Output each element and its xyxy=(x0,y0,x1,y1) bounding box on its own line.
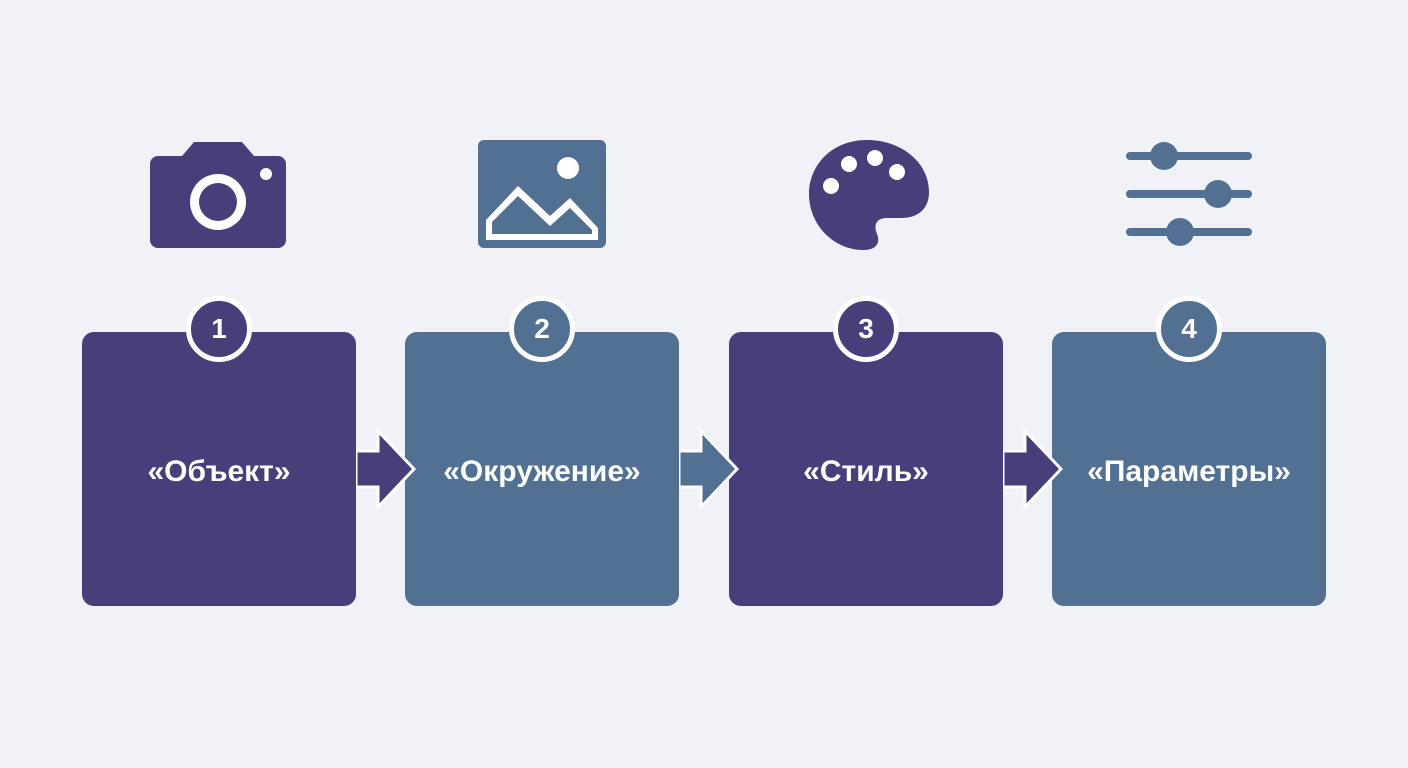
step-2-number-badge: 2 xyxy=(509,296,575,362)
image-icon xyxy=(474,136,610,252)
step-3-box: «Стиль» xyxy=(729,332,1003,606)
step-1-label: «Объект» xyxy=(147,455,291,488)
step-4-box: «Параметры» xyxy=(1052,332,1326,606)
sliders-icon xyxy=(1122,136,1258,252)
camera-icon xyxy=(150,136,286,252)
step-4-label: «Параметры» xyxy=(1087,455,1291,488)
step-2-label: «Окружение» xyxy=(443,455,641,488)
step-2-box: «Окружение» xyxy=(405,332,679,606)
step-3-number-badge: 3 xyxy=(833,296,899,362)
arrow-1-to-2 xyxy=(356,429,418,509)
step-4-number-badge: 4 xyxy=(1156,296,1222,362)
arrow-3-to-4 xyxy=(1003,429,1065,509)
step-3-label: «Стиль» xyxy=(803,455,929,488)
palette-icon xyxy=(801,136,937,252)
step-1-number-badge: 1 xyxy=(186,296,252,362)
step-1-box: «Объект» xyxy=(82,332,356,606)
arrow-2-to-3 xyxy=(679,429,741,509)
